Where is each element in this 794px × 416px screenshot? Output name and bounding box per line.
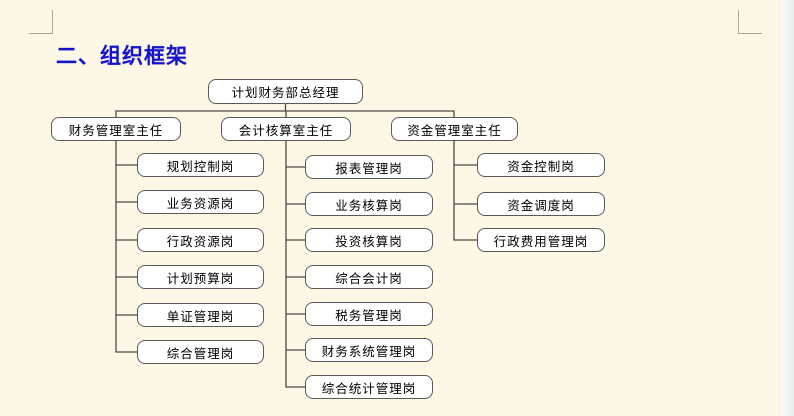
org-node-position[interactable]: 行政资源岗 [137,228,264,252]
crop-mark-top-left [29,10,53,34]
org-node-position[interactable]: 业务资源岗 [137,190,264,214]
org-node-position[interactable]: 计划预算岗 [137,265,264,289]
org-node-department-accounting[interactable]: 会计核算室主任 [221,117,351,141]
section-heading: 二、组织框架 [56,45,188,68]
org-node-position[interactable]: 综合统计管理岗 [305,375,433,399]
crop-mark-top-right [738,10,762,34]
org-node-position[interactable]: 资金控制岗 [477,153,605,177]
org-node-position[interactable]: 资金调度岗 [477,192,605,216]
org-node-position[interactable]: 综合管理岗 [137,340,264,364]
window-edge-strip [779,0,794,416]
org-node-position[interactable]: 投资核算岗 [305,228,433,252]
org-node-position[interactable]: 税务管理岗 [305,302,433,326]
org-node-position[interactable]: 规划控制岗 [137,153,264,177]
org-node-position[interactable]: 行政费用管理岗 [477,228,605,252]
org-node-position[interactable]: 单证管理岗 [137,303,264,327]
org-node-position[interactable]: 业务核算岗 [305,192,433,216]
org-node-department-funds-mgmt[interactable]: 资金管理室主任 [391,117,518,141]
org-node-position[interactable]: 财务系统管理岗 [305,338,433,362]
org-node-department-finance-mgmt[interactable]: 财务管理室主任 [51,117,181,141]
org-node-position[interactable]: 综合会计岗 [305,265,433,289]
org-node-root[interactable]: 计划财务部总经理 [208,79,363,104]
org-node-position[interactable]: 报表管理岗 [305,155,433,179]
